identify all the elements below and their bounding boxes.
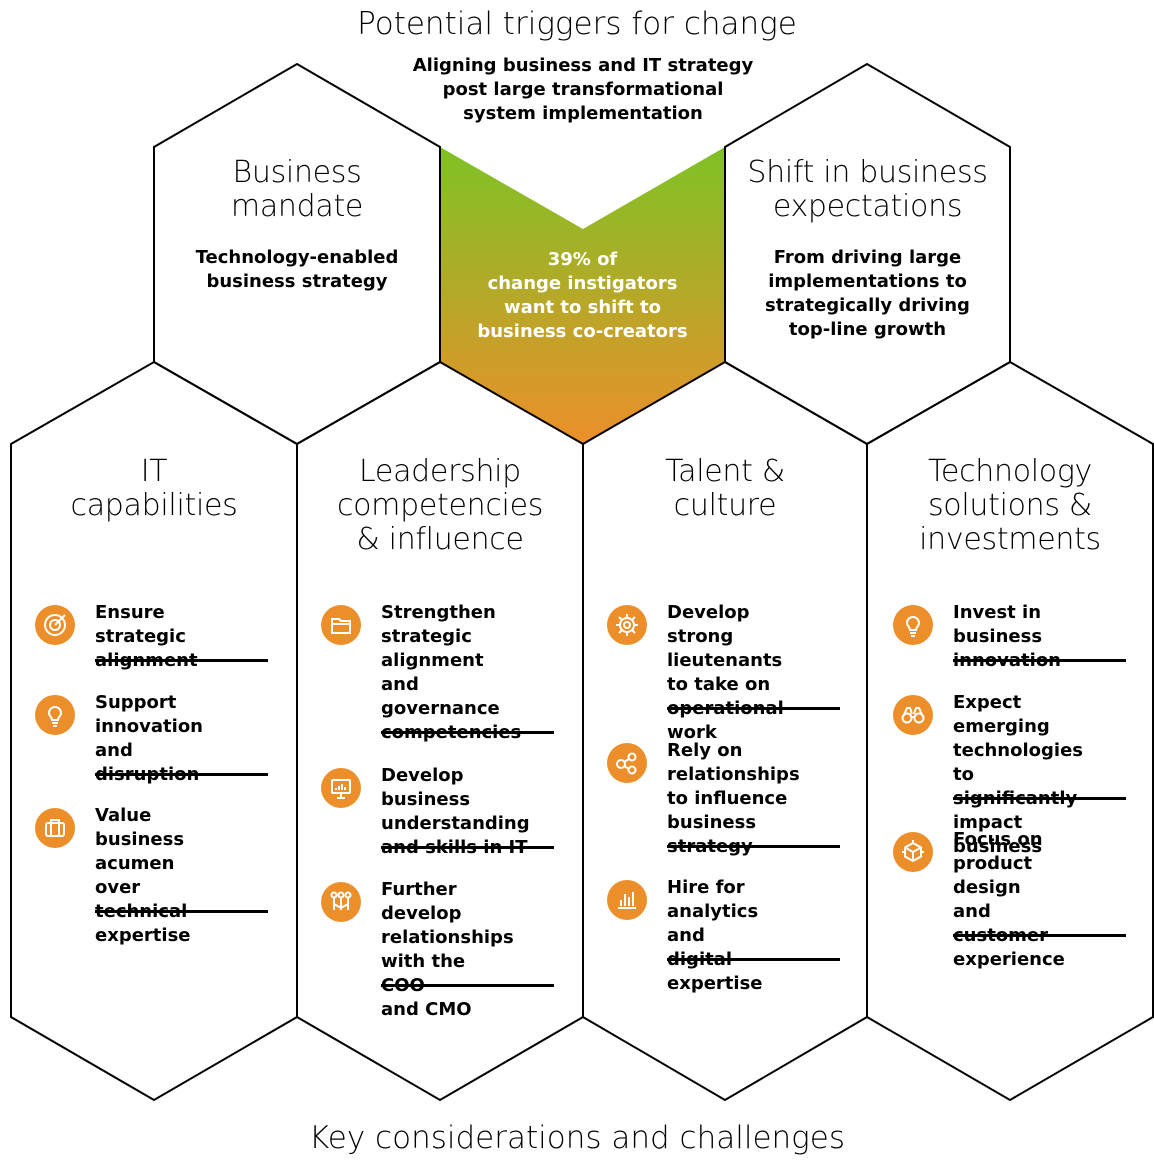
item-text: Rely on relationships to influence busin…: [667, 740, 800, 857]
technology-hexagon: [866, 360, 1154, 1102]
divider: [381, 731, 554, 734]
network-nodes-icon: [607, 743, 647, 783]
shift-expectations-subtitle: From driving large implementations to st…: [765, 247, 970, 340]
item-text: Support innovation and disruption: [95, 692, 203, 785]
item-text: Focus on product design and customer exp…: [953, 829, 1065, 970]
item-text: Invest in business innovation: [953, 602, 1061, 671]
divider: [667, 845, 840, 848]
column-title-technology: Technology solutions & investments: [919, 454, 1101, 557]
business-mandate-subtitle: Technology-enabled business strategy: [195, 247, 399, 292]
binoculars-icon: [893, 695, 933, 735]
item-text: Ensure strategic alignment: [95, 602, 198, 671]
lightbulb-icon: [893, 605, 933, 645]
gear-icon: [607, 605, 647, 645]
folder-icon: [321, 605, 361, 645]
lightbulb-icon: [35, 695, 75, 735]
column-title-it: IT capabilities: [70, 454, 238, 523]
divider: [953, 934, 1126, 937]
divider: [953, 659, 1126, 662]
divider: [953, 797, 1126, 800]
divider: [381, 984, 554, 987]
shift-expectations-title: Shift in business expectations: [747, 155, 988, 224]
bottom-title: Key considerations and challenges: [309, 1120, 845, 1156]
business-mandate-title: Business mandate: [230, 155, 364, 224]
target-icon: [35, 605, 75, 645]
item-text: Develop strong lieutenants to take on op…: [667, 602, 784, 743]
item-text: Develop business understanding and skill…: [381, 765, 530, 858]
divider: [95, 773, 268, 776]
item-text: Hire for analytics and digital expertise: [667, 877, 763, 994]
presentation-chart-icon: [321, 768, 361, 808]
cube-icon: [893, 832, 933, 872]
top-title: Potential triggers for change: [357, 6, 797, 42]
bar-chart-icon: [607, 880, 647, 920]
divider: [667, 958, 840, 961]
item-text: Value business acumen over technical exp…: [95, 805, 191, 946]
divider: [381, 846, 554, 849]
divider: [95, 659, 268, 662]
item-text: Expect emerging technologies to signific…: [953, 692, 1083, 857]
divider: [95, 910, 268, 913]
center-hexagon: [440, 147, 725, 444]
briefcase-icon: [35, 808, 75, 848]
item-text: Strengthen strategic alignment and gover…: [381, 602, 522, 743]
column-title-talent: Talent & culture: [665, 454, 785, 523]
column-title-leadership: Leadership competencies & influence: [336, 454, 544, 557]
top-subtitle: Aligning business and IT strategy post l…: [412, 55, 754, 124]
center-stat: 39% of change instigators want to shift …: [477, 249, 688, 342]
divider: [667, 707, 840, 710]
item-text: Further develop relationships with the C…: [381, 879, 514, 1020]
people-network-icon: [321, 882, 361, 922]
